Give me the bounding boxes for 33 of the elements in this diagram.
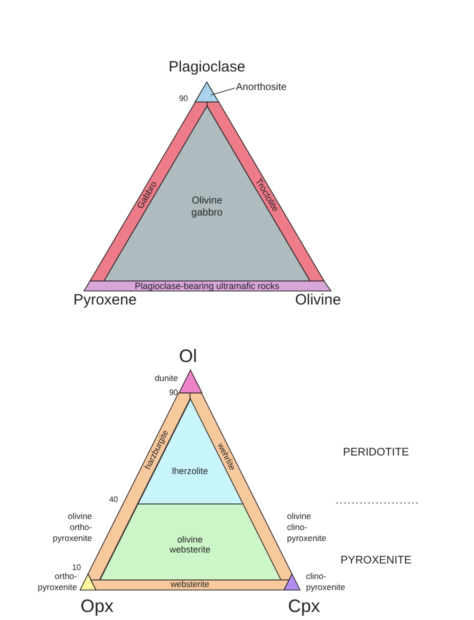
field-label: Olivine gabbro [190, 196, 224, 218]
diagram-region [84, 281, 331, 291]
diagram-region [80, 574, 96, 590]
diagram-region [104, 106, 310, 281]
tick-label: 90 [179, 95, 188, 103]
rock-name: ortho-pyroxenite [36, 571, 77, 594]
diagram-region [178, 370, 202, 393]
diagram-region [284, 574, 300, 590]
rock-name: clino-pyroxenite [306, 571, 346, 594]
field-label: olivine websterite [168, 534, 212, 556]
vertex-label: Ol [179, 347, 197, 365]
group-label: PERIDOTITE [343, 448, 409, 458]
vertex-label: Pyroxene [73, 292, 137, 308]
vertex-label: Cpx [288, 597, 320, 615]
diagram-region [138, 399, 242, 504]
vertex-label: Opx [80, 597, 114, 615]
field-label: lherzolite [170, 466, 210, 476]
rock-name: dunite [154, 373, 178, 384]
region-name: Anorthosite [236, 81, 306, 95]
rock-name: olivine clino-pyroxenite [287, 511, 328, 544]
leader-line [210, 88, 236, 96]
diagram-region [91, 580, 289, 590]
vertex-label: Olivine [295, 292, 341, 308]
tick-label: 90 [169, 389, 178, 397]
rock-name: olivine ortho-pyroxenite [52, 511, 92, 544]
band-label: Plagioclase-bearing ultramafic rocks [134, 280, 280, 292]
diagram-region [100, 504, 280, 580]
vertex-label: Plagioclase [168, 60, 246, 74]
diagram-region [195, 82, 219, 102]
group-label: PYROXENITE [340, 556, 412, 566]
tick-label: 10 [72, 564, 81, 572]
band-label: websterite [170, 580, 210, 590]
tick-label: 40 [109, 496, 118, 504]
